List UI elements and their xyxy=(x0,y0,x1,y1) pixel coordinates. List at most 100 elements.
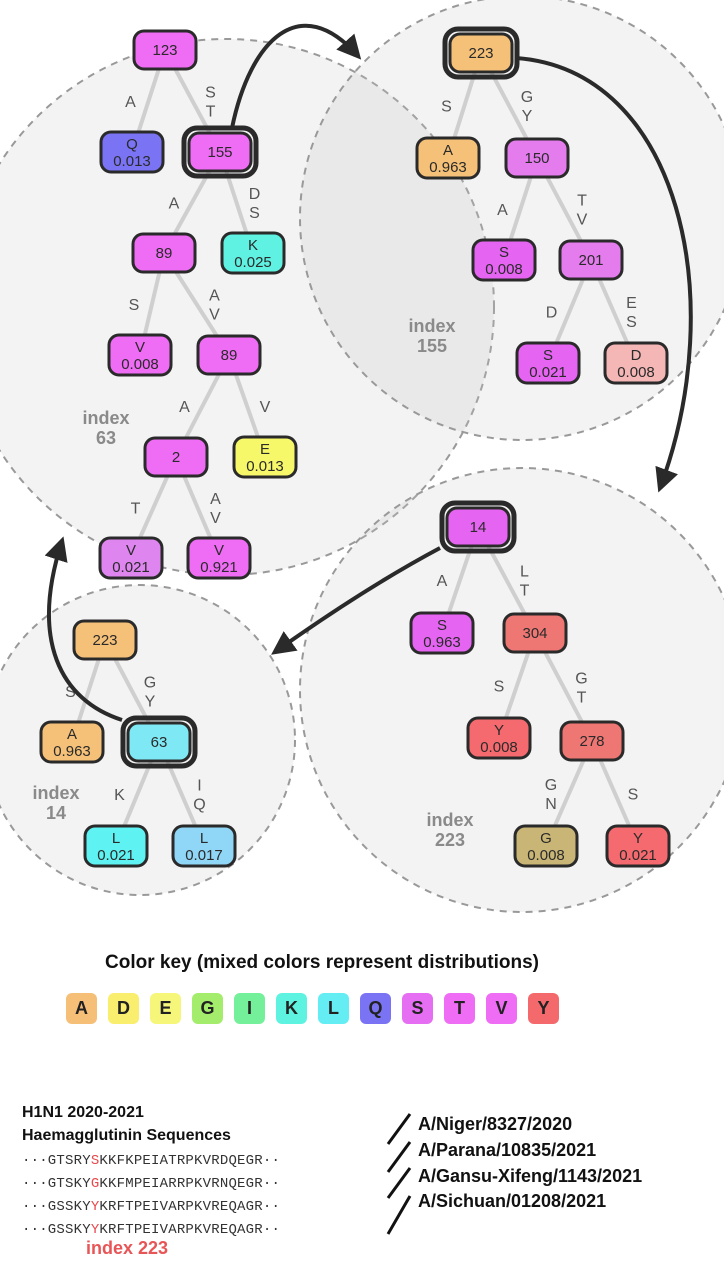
edge-label: S xyxy=(249,205,260,222)
edge-label: G xyxy=(144,675,156,692)
tree-node: V0.021 xyxy=(98,536,164,580)
cluster-label: 63 xyxy=(96,428,116,448)
node-letter: Q xyxy=(126,136,138,153)
strain-label: A/Gansu-Xifeng/1143/2021 xyxy=(418,1166,643,1186)
tree-node: 14 xyxy=(439,500,517,554)
color-key-i: I xyxy=(234,993,265,1024)
tree-node: 89 xyxy=(131,232,197,274)
color-key-v: V xyxy=(486,993,517,1024)
color-key-g: G xyxy=(192,993,223,1024)
edge-label: L xyxy=(520,564,529,581)
node-prob: 0.963 xyxy=(429,159,467,176)
edge-label: A xyxy=(497,202,508,219)
edge-label: V xyxy=(577,212,588,229)
edge-label: A xyxy=(179,399,190,416)
cluster-label: index xyxy=(32,783,79,803)
tree-node: 89 xyxy=(196,334,262,376)
node-letter: V xyxy=(126,542,136,559)
sequence-row: ···GTSRYSKKFKPEIATRPKVRDQEGR·· xyxy=(22,1153,281,1169)
cluster-arrow xyxy=(515,56,693,493)
edge-label: S xyxy=(628,787,639,804)
node-prob: 0.025 xyxy=(234,254,272,271)
node-prob: 0.008 xyxy=(121,356,159,373)
tree-diagram: index63index155index223index14ASTADSSAVA… xyxy=(0,0,724,913)
tree-node: L0.021 xyxy=(83,824,149,868)
strain-slashes xyxy=(386,1113,412,1235)
node-index: 201 xyxy=(578,252,603,269)
edge-label: Y xyxy=(522,108,533,125)
edge-label: Y xyxy=(145,694,156,711)
tree-node: 304 xyxy=(502,612,568,654)
node-letter: Y xyxy=(494,722,504,739)
tree-node: 201 xyxy=(558,239,624,281)
node-letter: K xyxy=(248,237,258,254)
edge-label: V xyxy=(260,399,271,416)
cluster-label: index xyxy=(82,408,129,428)
color-key-d: D xyxy=(108,993,139,1024)
edge-label: A xyxy=(209,288,220,305)
node-prob: 0.017 xyxy=(185,847,223,864)
tree-node: E0.013 xyxy=(232,435,298,479)
color-key-a: A xyxy=(66,993,97,1024)
tree-node: S0.008 xyxy=(471,238,537,282)
node-letter: L xyxy=(200,830,208,847)
tree-node: Q0.013 xyxy=(99,130,165,174)
node-index: 304 xyxy=(522,625,547,642)
node-index: 278 xyxy=(579,733,604,750)
sequence-row: ···GTSKYGKKFMPEIARRPKVRNQEGR·· xyxy=(22,1176,281,1192)
node-letter: E xyxy=(260,441,270,458)
edge-label: A xyxy=(125,94,136,111)
tree-node: S0.021 xyxy=(515,341,581,385)
node-prob: 0.021 xyxy=(97,847,135,864)
tree-node: 150 xyxy=(504,137,570,179)
node-prob: 0.963 xyxy=(53,743,91,760)
node-index: 223 xyxy=(92,632,117,649)
cluster-arrow xyxy=(271,546,441,655)
node-index: 14 xyxy=(470,519,487,536)
node-index: 89 xyxy=(156,245,173,262)
edge-label: I xyxy=(197,778,201,795)
edge-label: S xyxy=(494,679,505,696)
tree-node: V0.008 xyxy=(107,333,173,377)
strain-label: A/Sichuan/01208/2021 xyxy=(418,1191,607,1211)
edge-label: T xyxy=(206,104,216,121)
tree-node: 278 xyxy=(559,720,625,762)
node-prob: 0.008 xyxy=(527,847,565,864)
tree-node: A0.963 xyxy=(415,136,481,180)
edge-label: D xyxy=(249,186,261,203)
node-prob: 0.963 xyxy=(423,634,461,651)
tree-node: L0.017 xyxy=(171,824,237,868)
edge-label: S xyxy=(129,297,140,314)
edge-label: T xyxy=(520,583,530,600)
edge-label: V xyxy=(209,307,220,324)
node-prob: 0.008 xyxy=(485,261,523,278)
edge-label: G xyxy=(521,89,533,106)
sequences-title-line1: H1N1 2020-2021 xyxy=(22,1104,144,1121)
tree-node: 223 xyxy=(72,619,138,661)
node-prob: 0.008 xyxy=(480,739,518,756)
node-index: 123 xyxy=(152,42,177,59)
node-prob: 0.013 xyxy=(113,153,151,170)
index-note: index 223 xyxy=(86,1238,169,1258)
node-letter: S xyxy=(437,617,447,634)
edge-label: S xyxy=(65,684,76,701)
strain-label: A/Niger/8327/2020 xyxy=(418,1114,573,1134)
node-letter: A xyxy=(443,142,453,159)
tree-node: 63 xyxy=(120,715,198,769)
edge-label: Q xyxy=(193,797,205,814)
node-index: 150 xyxy=(524,150,549,167)
node-letter: S xyxy=(499,244,509,261)
node-letter: G xyxy=(540,830,552,847)
tree-node: G0.008 xyxy=(513,824,579,868)
node-letter: L xyxy=(112,830,120,847)
edge-label: T xyxy=(131,501,141,518)
node-prob: 0.008 xyxy=(617,364,655,381)
edge-label: S xyxy=(626,314,637,331)
sequence-row: ···GSSKYYKRFTPEIVARPKVREQAGR·· xyxy=(22,1199,281,1215)
edge-label: A xyxy=(437,573,448,590)
node-letter: D xyxy=(631,347,642,364)
tree-node: 223 xyxy=(442,26,520,80)
node-letter: V xyxy=(214,542,224,559)
tree-node: 123 xyxy=(132,29,198,71)
